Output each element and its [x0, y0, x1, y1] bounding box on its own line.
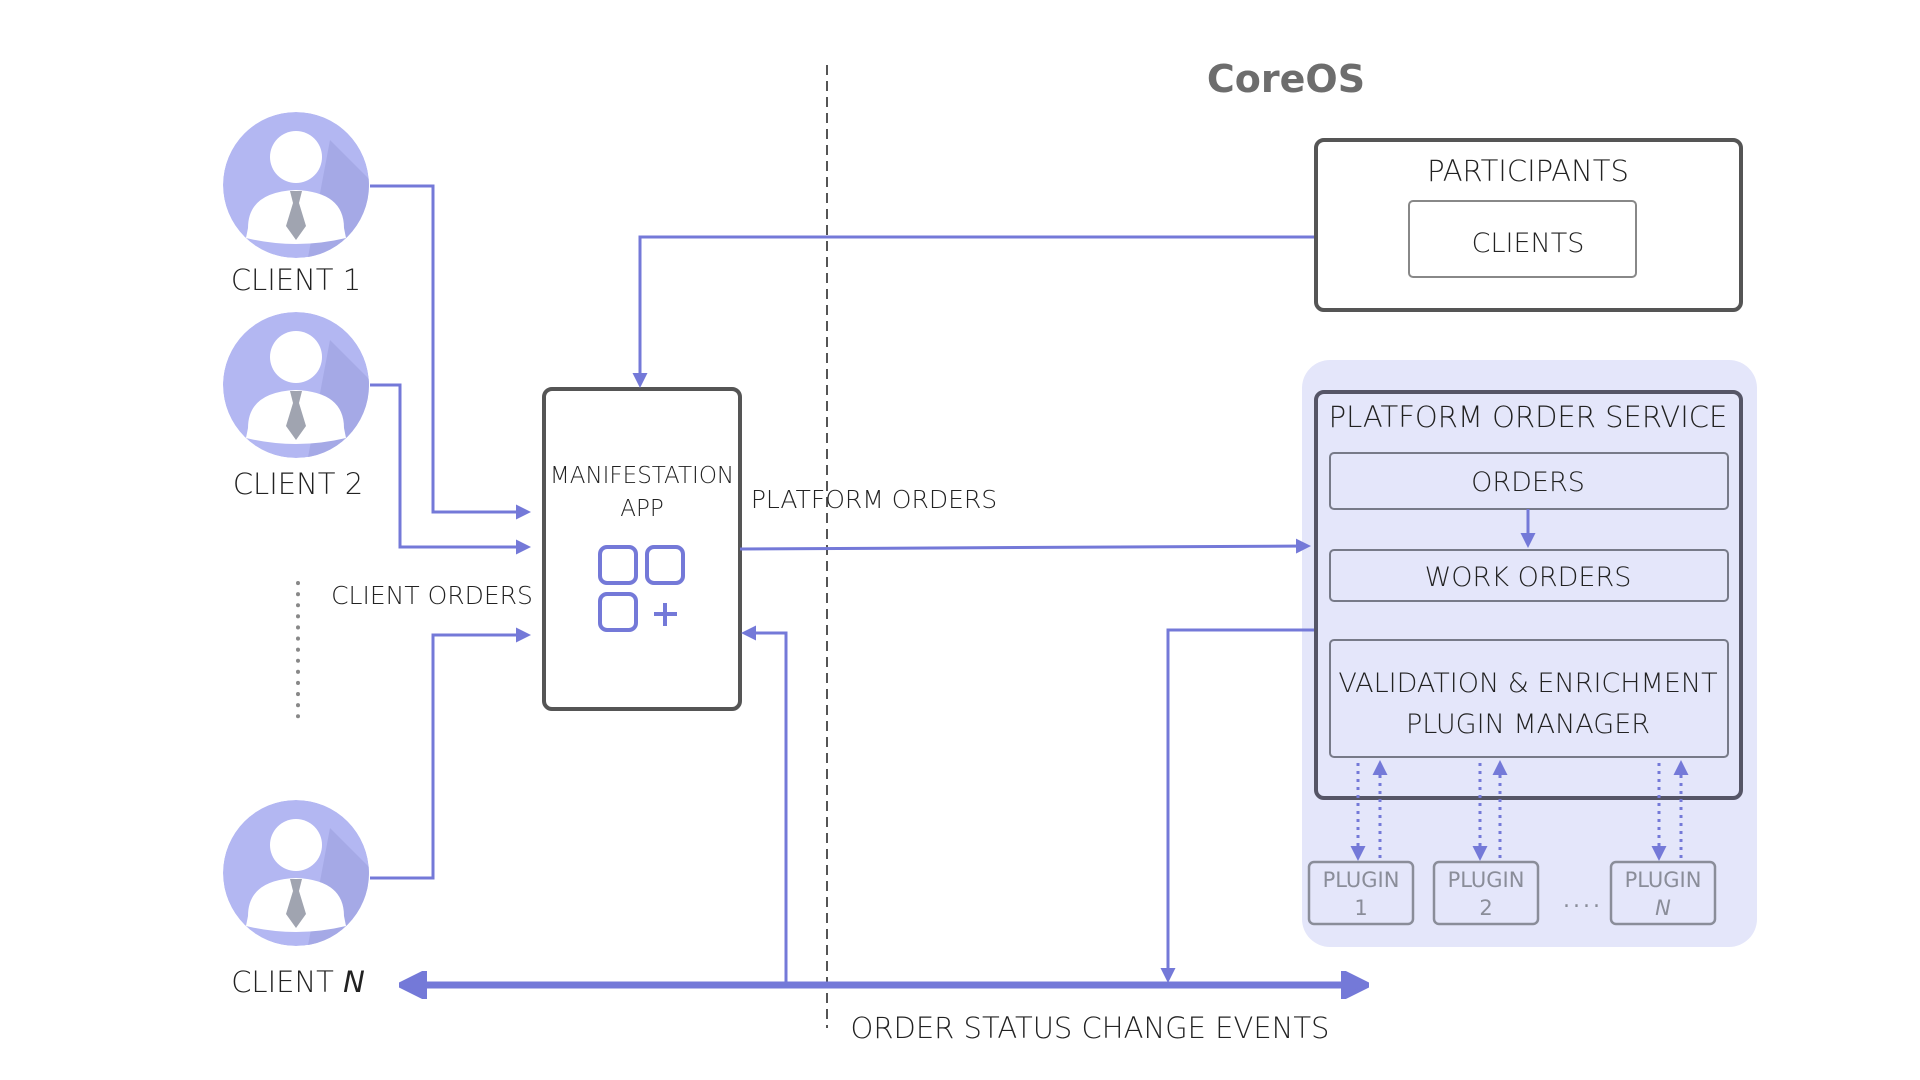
client-2-order-flow	[370, 383, 531, 555]
user-icon	[223, 312, 369, 458]
participants-title: PARTICIPANTS	[1427, 154, 1629, 188]
plugin-manager-box[interactable]	[1329, 639, 1729, 758]
plugin-1-number: 1	[1354, 896, 1367, 920]
order-status-events-label: ORDER STATUS CHANGE EVENTS	[851, 1011, 1330, 1045]
service-to-events-flow	[1160, 628, 1315, 983]
plugin-n[interactable]: PLUGIN N	[1609, 860, 1717, 926]
plugin-1-title: PLUGIN	[1323, 868, 1400, 892]
client-2-label: CLIENT 2	[233, 467, 363, 501]
manifestation-app-title: MANIFESTATION	[550, 463, 734, 489]
platform-order-service-title: PLATFORM ORDER SERVICE	[1329, 400, 1728, 434]
clients-box[interactable]	[1408, 200, 1637, 278]
user-icon	[223, 112, 369, 258]
plugin-2-box[interactable]	[1432, 860, 1540, 926]
plugins-ellipsis: ....	[1563, 888, 1603, 913]
events-to-app-flow	[741, 625, 788, 985]
participants-to-app-flow	[632, 235, 1406, 388]
platform-orders-label: PLATFORM ORDERS	[751, 485, 997, 514]
client-orders-label: CLIENT ORDERS	[331, 581, 533, 610]
plugin-n-title: PLUGIN	[1625, 868, 1702, 892]
client-avatar-n[interactable]	[223, 800, 400, 988]
plugin-2[interactable]: PLUGIN 2	[1432, 860, 1540, 926]
plugin-2-title: PLUGIN	[1448, 868, 1525, 892]
plugin-2-number: 2	[1479, 896, 1492, 920]
page-title: CoreOS	[1207, 57, 1365, 101]
manifestation-app-box[interactable]	[542, 387, 742, 711]
clients-box-label: CLIENTS	[1472, 228, 1585, 259]
plugin-1-box[interactable]	[1307, 860, 1415, 926]
client-1-order-flow	[370, 184, 531, 520]
work-orders-box[interactable]	[1329, 549, 1729, 602]
client-avatar-1[interactable]	[223, 112, 400, 300]
plugin-manager-title: VALIDATION & ENRICHMENT	[1338, 668, 1717, 699]
client-avatar-2[interactable]	[223, 312, 400, 500]
client-1-label: CLIENT 1	[231, 263, 361, 297]
plugin-manager-subtitle: PLUGIN MANAGER	[1406, 709, 1650, 740]
manifestation-app-subtitle: APP	[620, 496, 663, 522]
apps-add-icon	[598, 545, 685, 632]
work-orders-label: WORK ORDERS	[1425, 562, 1632, 593]
client-n-label: CLIENT N	[231, 965, 365, 999]
client-n-order-flow	[370, 627, 531, 880]
plugin-1[interactable]: PLUGIN 1	[1307, 860, 1415, 926]
orders-label: ORDERS	[1471, 467, 1585, 498]
plugin-n-number: N	[1655, 896, 1671, 920]
plugin-n-box[interactable]	[1609, 860, 1717, 926]
platform-orders-flow	[739, 538, 1311, 554]
user-icon	[223, 800, 369, 946]
